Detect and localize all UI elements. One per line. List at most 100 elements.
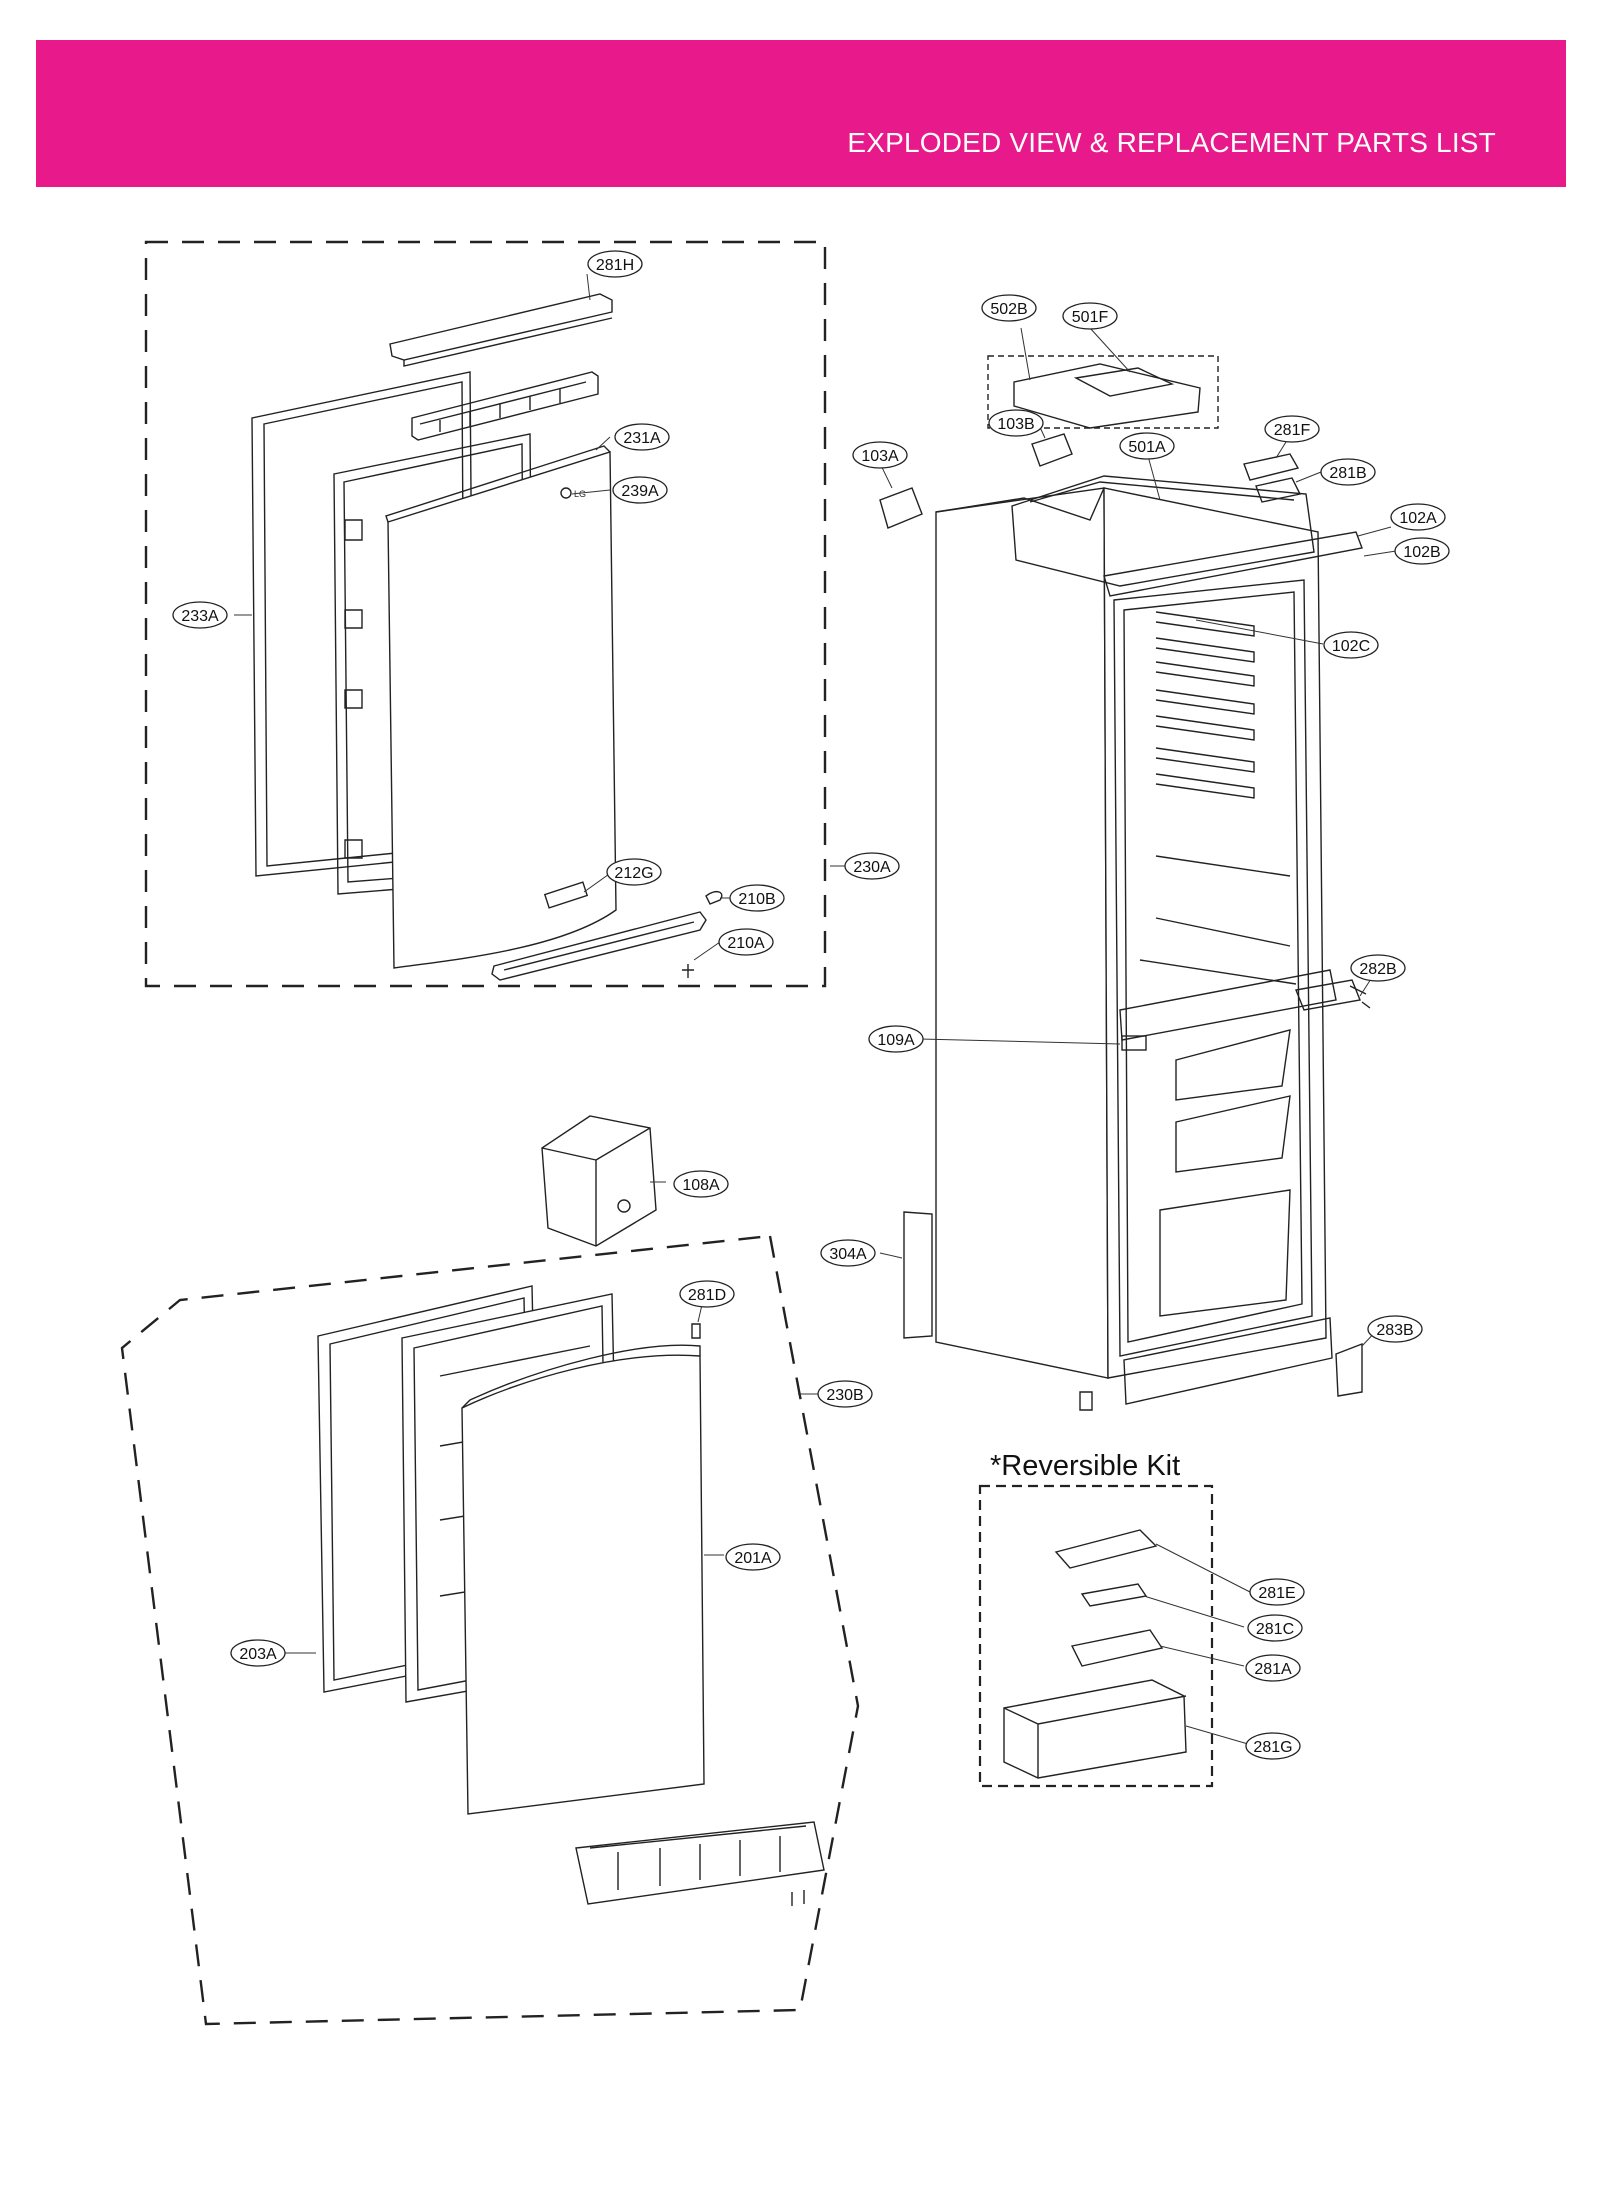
part-label-281F: 281F <box>1264 415 1320 443</box>
label-oval <box>729 884 785 912</box>
label-oval <box>1390 503 1446 531</box>
part-number-text: 102C <box>1332 638 1370 655</box>
label-oval <box>1350 954 1406 982</box>
label-oval <box>1245 1654 1301 1682</box>
leader-lines <box>234 273 1397 1745</box>
label-oval <box>679 1280 735 1308</box>
part-label-281G: 281G <box>1245 1732 1301 1760</box>
part-label-282B: 282B <box>1350 954 1406 982</box>
part-label-239A: 239A <box>612 476 668 504</box>
label-oval <box>230 1639 286 1667</box>
group-502B-boundary <box>987 355 1219 429</box>
part-number-text: 281A <box>1254 1661 1292 1678</box>
part-number-text: 203A <box>239 1646 277 1663</box>
part-281C-plate <box>1080 1583 1148 1607</box>
part-label-203A: 203A <box>230 1639 286 1667</box>
part-number-text: 210A <box>727 935 765 952</box>
part-283B-lower-hinge <box>1335 1342 1363 1397</box>
label-oval <box>673 1170 729 1198</box>
label-oval <box>1320 458 1376 486</box>
part-number-text: 239A <box>621 483 659 500</box>
reversible-kit-boundary <box>978 1484 1214 1788</box>
part-label-501A: 501A <box>1119 432 1175 460</box>
label-oval <box>612 476 668 504</box>
part-cabinet-body <box>935 475 1371 1411</box>
part-281D-screw <box>691 1323 701 1339</box>
part-number-text: 282B <box>1359 961 1396 978</box>
part-number-text: 281G <box>1253 1739 1292 1756</box>
part-281A-hinge <box>1070 1629 1164 1667</box>
part-number-text: 281H <box>596 257 634 274</box>
label-oval <box>988 409 1044 437</box>
part-label-281A: 281A <box>1245 1654 1301 1682</box>
brand-logo: LG <box>574 489 586 499</box>
part-number-text: 231A <box>623 430 661 447</box>
part-281G-edge <box>1003 1695 1187 1778</box>
part-label-230B: 230B <box>817 1380 873 1408</box>
part-number-text: 230A <box>853 859 891 876</box>
part-201A-door-panel <box>461 1344 705 1815</box>
part-number-text: 103B <box>997 416 1034 433</box>
label-oval <box>1245 1732 1301 1760</box>
part-label-201A: 201A <box>725 1543 781 1571</box>
part-304A-cover <box>903 1211 933 1339</box>
part-number-text: 102A <box>1399 510 1437 527</box>
screw-icon <box>682 964 694 978</box>
part-281F-hinge-cover <box>1243 453 1300 481</box>
page-title: EXPLODED VIEW & REPLACEMENT PARTS LIST <box>847 127 1496 158</box>
part-212G-plate <box>543 881 589 909</box>
part-number-text: 201A <box>734 1550 772 1567</box>
part-label-281E: 281E <box>1249 1578 1305 1606</box>
part-label-109A: 109A <box>868 1025 924 1053</box>
part-label-103B: 103B <box>988 409 1044 437</box>
part-number-text: 304A <box>829 1246 867 1263</box>
part-number-text: 109A <box>877 1032 915 1049</box>
part-number-text: 210B <box>738 891 775 908</box>
part-number-text: 501F <box>1072 309 1109 326</box>
group-230A-boundary <box>144 240 827 988</box>
part-label-230A: 230A <box>844 852 900 880</box>
part-108A-cover <box>541 1115 657 1247</box>
part-number-text: 283B <box>1376 1322 1413 1339</box>
label-oval <box>725 1543 781 1571</box>
part-label-210B: 210B <box>729 884 785 912</box>
label-oval <box>1394 537 1450 565</box>
label-oval <box>614 423 670 451</box>
label-oval <box>718 928 774 956</box>
group-230B-boundary <box>120 1234 860 2026</box>
part-label-102C: 102C <box>1323 631 1379 659</box>
part-501F-label <box>1073 367 1175 397</box>
part-label-283B: 283B <box>1367 1315 1423 1343</box>
label-oval <box>820 1239 876 1267</box>
label-oval <box>1119 432 1175 460</box>
label-oval <box>1323 631 1379 659</box>
part-label-212G: 212G <box>606 858 662 886</box>
label-oval <box>817 1380 873 1408</box>
part-281B-hinge <box>1255 477 1302 503</box>
part-210A-bottom-cap <box>491 911 707 981</box>
part-number-text: 108A <box>682 1177 720 1194</box>
part-label-103A: 103A <box>852 441 908 469</box>
label-oval <box>844 852 900 880</box>
part-number-text: 281B <box>1329 465 1366 482</box>
part-top-frame <box>411 371 599 441</box>
part-label-281H: 281H <box>587 250 643 278</box>
label-oval <box>1264 415 1320 443</box>
part-number-text: 212G <box>614 865 653 882</box>
label-oval <box>981 294 1037 322</box>
part-label-210A: 210A <box>718 928 774 956</box>
part-231A-door-panel <box>385 445 617 969</box>
part-281G-block <box>1003 1679 1187 1779</box>
label-oval <box>1249 1578 1305 1606</box>
part-103B-damper <box>1031 433 1073 467</box>
part-label-501F: 501F <box>1062 302 1118 330</box>
part-281E-cover <box>1054 1529 1158 1569</box>
label-oval <box>1062 302 1118 330</box>
part-freezer-bottom-tray <box>575 1821 825 1906</box>
part-number-text: 230B <box>826 1387 863 1404</box>
part-label-281C: 281C <box>1247 1614 1303 1642</box>
part-number-text: 501A <box>1128 439 1166 456</box>
part-281H-door-cap <box>389 293 613 367</box>
part-label-233A: 233A <box>172 601 228 629</box>
part-103A-duct <box>879 487 923 529</box>
